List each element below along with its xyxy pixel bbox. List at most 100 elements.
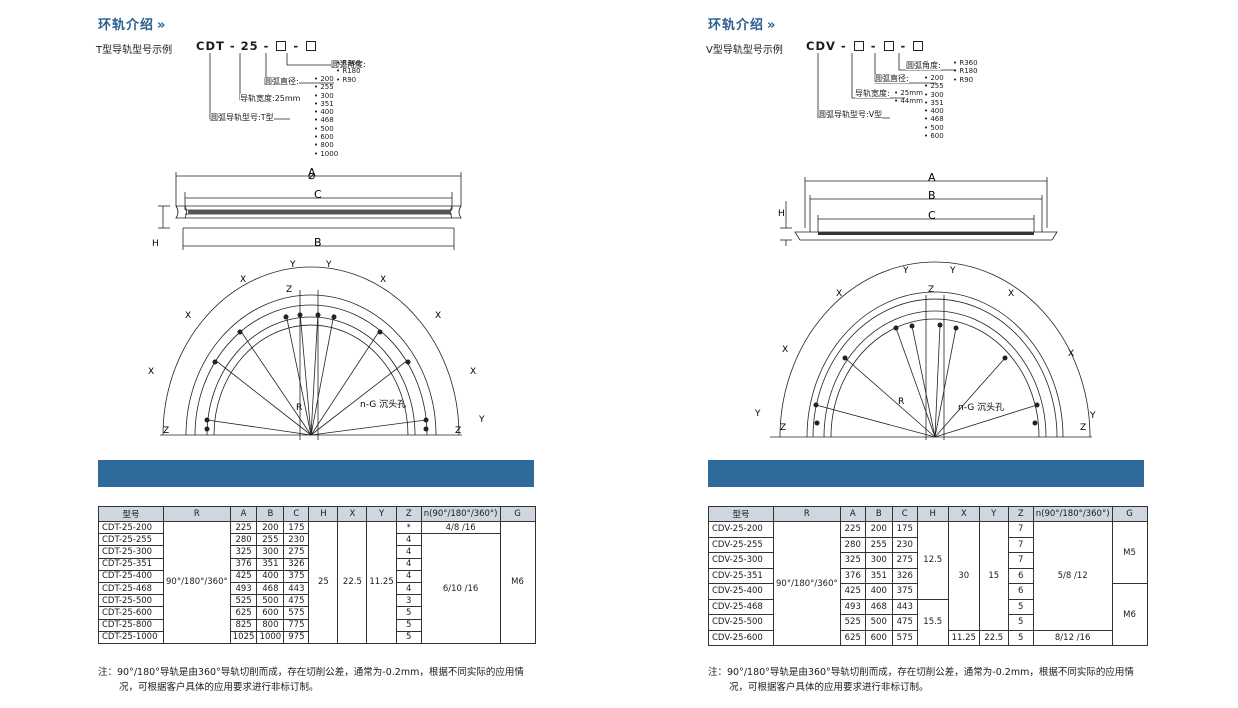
placeholder-box-icon <box>913 41 924 51</box>
table-cell: 230 <box>283 533 310 547</box>
arc-diameter-options: • 200 • 255 • 300 • 351 • 400 • 468 • 50… <box>314 75 339 158</box>
dim-label-x: X <box>240 275 246 285</box>
v-rail-spec-table: 型号 R A B C H X Y Z n(90°/180°/360°) G CD… <box>708 506 1148 646</box>
table-cell: 425 <box>839 583 866 600</box>
table-cell: 326 <box>891 567 918 584</box>
table-cell: 275 <box>283 545 310 559</box>
table-cell: 22.5 <box>978 629 1009 646</box>
table-cell: 351 <box>864 567 893 584</box>
table-cell: CDT-25-351 <box>98 557 164 571</box>
model-code: CDV - - - <box>806 39 925 53</box>
section-header-bar <box>98 460 534 487</box>
table-cell: 600 <box>864 629 893 646</box>
hole-label: n-G 沉头孔 <box>958 402 1004 413</box>
placeholder-box-icon <box>276 41 287 51</box>
section-title: 环轨介绍» <box>708 18 777 33</box>
dim-label-r: R <box>898 397 904 407</box>
table-cell: 493 <box>229 581 258 596</box>
table-cell: 525 <box>229 594 258 608</box>
table-cell: 5 <box>1007 598 1034 615</box>
dim-label-x: X <box>1068 349 1074 359</box>
rail-type-label: 圆弧导轨型号:T型 <box>210 113 274 122</box>
table-cell: 5 <box>1007 614 1034 631</box>
table-cell: 11.25 <box>947 629 980 646</box>
table-cell: 8/12 /16 <box>1032 629 1113 646</box>
model-example-label: V型导轨型号示例 <box>706 45 783 56</box>
dim-label-b: B <box>314 236 322 249</box>
table-cell: CDT-25-400 <box>98 569 164 583</box>
table-cell: 500 <box>256 594 285 608</box>
table-cell: CDV-25-468 <box>708 598 774 615</box>
table-cell: CDV-25-600 <box>708 629 774 646</box>
table-cell: 493 <box>839 598 866 615</box>
dim-label-a: A <box>308 166 316 179</box>
table-cell: 775 <box>283 618 310 632</box>
v-rail-drawing: A B C H <box>754 53 1096 440</box>
arc-angle-label: 圆弧角度: <box>331 60 366 69</box>
table-cell: 300 <box>864 552 893 569</box>
table-cell: 5 <box>395 618 422 632</box>
model-example-label: T型导轨型号示例 <box>96 45 173 56</box>
table-cell: 300 <box>256 545 285 559</box>
table-cell: 351 <box>256 557 285 571</box>
dim-label-y: Y <box>478 415 485 425</box>
table-cell: 4/8 /16 <box>420 520 501 535</box>
rail-width-label: 导轨宽度:25mm <box>240 94 301 103</box>
table-cell: 4 <box>395 581 422 596</box>
dim-label-y: Y <box>1089 411 1096 421</box>
table-cell: CDT-25-255 <box>98 533 164 547</box>
table-cell: 200 <box>864 521 893 538</box>
dim-label-a: A <box>928 171 936 184</box>
table-cell: 376 <box>839 567 866 584</box>
table-cell: 4 <box>395 557 422 571</box>
table-cell: 22.5 <box>337 521 368 644</box>
diameter-symbol-icon: ⌀ <box>308 168 315 182</box>
dim-label-y: Y <box>289 260 296 270</box>
footnote: 注：90°/180°导轨是由360°导轨切削而成，存在切削公差，通常为-0.2m… <box>708 667 1134 693</box>
table-cell: 7 <box>1007 552 1034 569</box>
table-cell: 325 <box>839 552 866 569</box>
chevron-double-right-icon: » <box>767 18 777 33</box>
dim-label-h: H <box>778 209 785 219</box>
table-cell: 800 <box>256 618 285 632</box>
dim-label-z: Z <box>455 426 461 436</box>
table-cell: 5 <box>395 606 422 620</box>
table-cell: 275 <box>891 552 918 569</box>
table-cell: 5 <box>395 630 422 644</box>
placeholder-box-icon <box>883 41 894 51</box>
table-cell: 12.5 <box>916 521 949 600</box>
table-cell: 6 <box>1007 567 1034 584</box>
table-cell: 280 <box>229 533 258 547</box>
arc-diameter-label: 圆弧直径: <box>264 77 299 86</box>
table-cell: 600 <box>256 606 285 620</box>
t-rail-spec-table: 型号 R A B C H X Y Z n(90°/180°/360°) G CD… <box>98 506 536 644</box>
table-cell: 7 <box>1007 536 1034 553</box>
table-cell: CDT-25-800 <box>98 618 164 632</box>
table-cell: M6 <box>1111 583 1148 646</box>
table-cell: 255 <box>864 536 893 553</box>
table-cell: 326 <box>283 557 310 571</box>
dim-label-y: Y <box>902 266 909 276</box>
table-cell: CDV-25-200 <box>708 521 774 538</box>
arc-angle-options: • R360 • R180 • R90 <box>336 59 361 84</box>
table-cell: 175 <box>891 521 918 538</box>
table-cell: 4 <box>395 545 422 559</box>
table-cell: 225 <box>839 521 866 538</box>
table-cell: 15 <box>978 521 1009 631</box>
dim-label-z: Z <box>780 423 786 433</box>
t-rail-drawing: A C B H ⌀ <box>148 53 485 440</box>
table-cell: 400 <box>864 583 893 600</box>
dim-label-y: Y <box>325 260 332 270</box>
table-cell: 280 <box>839 536 866 553</box>
table-cell: 468 <box>864 598 893 615</box>
table-cell: 7 <box>1007 521 1034 538</box>
table-cell: CDV-25-255 <box>708 536 774 553</box>
dim-label-r: R <box>296 403 302 413</box>
table-cell: CDV-25-500 <box>708 614 774 631</box>
